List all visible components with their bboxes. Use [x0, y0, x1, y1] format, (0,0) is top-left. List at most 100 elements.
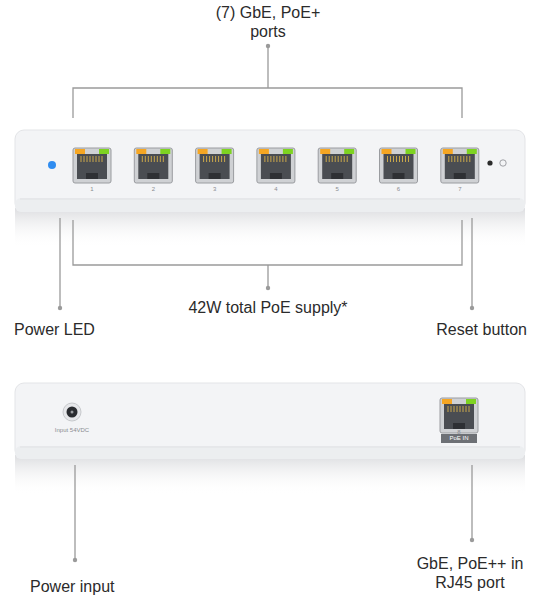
port-pin [396, 156, 397, 162]
housing-base [15, 198, 525, 212]
port-pin [405, 156, 406, 162]
port-pin [469, 406, 470, 412]
shadow [15, 455, 525, 495]
port-pin [344, 156, 345, 162]
port-opening [322, 154, 352, 179]
port-tab [454, 173, 466, 179]
reset-hole [487, 160, 492, 165]
bracket [73, 220, 462, 288]
leader-line [471, 465, 472, 540]
port-led [99, 149, 109, 154]
port-pin [466, 156, 467, 162]
power-led [48, 161, 56, 169]
port-pin [221, 156, 222, 162]
port-marking: 8 [449, 429, 469, 436]
port-pin [273, 156, 274, 162]
port-pin [270, 156, 271, 162]
leader-dot [266, 44, 270, 48]
port-tab [393, 173, 405, 179]
port-pin [163, 156, 164, 162]
port-marking: Input 54VDC [47, 427, 97, 434]
port-pin [84, 156, 85, 162]
power-jack [63, 403, 81, 421]
port-marking: PoE IN [442, 435, 476, 442]
power-jack-pin [71, 411, 74, 414]
port-pin [335, 156, 336, 162]
leader-dot [266, 286, 270, 290]
port-opening [200, 154, 230, 179]
port-opening [445, 154, 475, 179]
port-pin [215, 156, 216, 162]
port-led [466, 399, 476, 404]
port-pin [341, 156, 342, 162]
leader-line [74, 465, 75, 560]
port-led [222, 149, 232, 154]
port-frame [134, 148, 172, 183]
port-opening [261, 154, 291, 179]
port-pin [454, 406, 455, 412]
port-pin [160, 156, 161, 162]
port-pin [203, 156, 204, 162]
port-pin [279, 156, 280, 162]
port-marking: 4 [266, 186, 286, 193]
port-pin [402, 156, 403, 162]
callout-label: 42W total PoE supply* [183, 298, 353, 317]
port-tab [270, 173, 282, 179]
port-pin [209, 156, 210, 162]
port-led [160, 149, 170, 154]
port-frame [257, 148, 295, 183]
port-marking: 3 [205, 186, 225, 193]
port-pin [469, 156, 470, 162]
leader-dot [470, 306, 474, 310]
port-pin [157, 156, 158, 162]
back-housing [15, 383, 525, 459]
port-pin [390, 156, 391, 162]
port-pin [463, 406, 464, 412]
port-marking: 1 [82, 186, 102, 193]
port-pin [87, 156, 88, 162]
port-tab [86, 173, 98, 179]
port-marking: 6 [389, 186, 409, 193]
port-pin [267, 156, 268, 162]
port-opening [77, 154, 107, 179]
port-pin [460, 406, 461, 412]
leader-line [471, 218, 472, 308]
leader-dot [470, 538, 474, 542]
port-frame [441, 148, 479, 183]
port-frame [380, 148, 418, 183]
port-pin [90, 156, 91, 162]
leader-line [59, 218, 60, 308]
housing-base [15, 446, 525, 459]
port-pin [154, 156, 155, 162]
port-pin [329, 156, 330, 162]
front-housing [15, 130, 525, 212]
port-pin [99, 156, 100, 162]
port-led [382, 149, 392, 154]
callout-label: Power LED [14, 320, 134, 339]
port-tab [147, 173, 159, 179]
port-pin [338, 156, 339, 162]
port-pin [466, 406, 467, 412]
port-pin [457, 406, 458, 412]
port-led [136, 149, 146, 154]
port-pin [448, 156, 449, 162]
port-led [283, 149, 293, 154]
leader-dot [73, 558, 77, 562]
port-pin [387, 156, 388, 162]
port-pin [102, 156, 103, 162]
port-marking: 2 [143, 186, 163, 193]
port-pin [212, 156, 213, 162]
port-pin [393, 156, 394, 162]
port-led [467, 149, 477, 154]
port-pin [276, 156, 277, 162]
port-pin [93, 156, 94, 162]
power-jack-hole [67, 407, 78, 418]
port-led [442, 399, 452, 404]
port-pin [399, 156, 400, 162]
callout-label: Reset button [397, 320, 527, 339]
port-pin [264, 156, 265, 162]
port-pin [463, 156, 464, 162]
port-tab [453, 423, 465, 429]
port-opening [138, 154, 168, 179]
port-pin [285, 156, 286, 162]
